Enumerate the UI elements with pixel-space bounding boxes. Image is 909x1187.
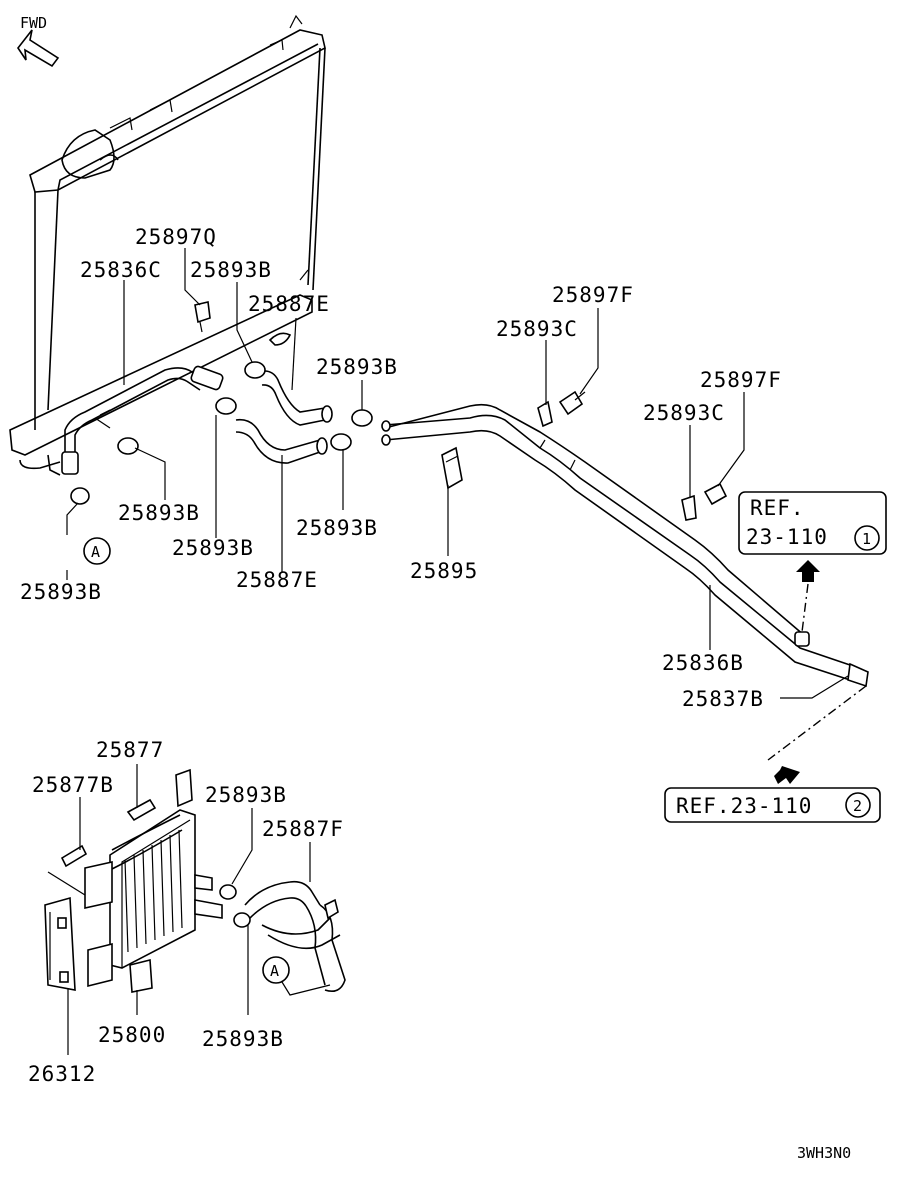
label-25893B-cooler1: 25893B bbox=[205, 783, 287, 807]
hose-25887E-upper bbox=[257, 332, 333, 426]
label-25887E-top: 25887E bbox=[248, 292, 330, 316]
ref1-num: 1 bbox=[862, 530, 871, 548]
ref2-arrow-icon bbox=[767, 685, 867, 784]
plate-26312 bbox=[44, 896, 76, 991]
cooler-pipe-lower bbox=[381, 403, 869, 688]
label-25897Q: 25897Q bbox=[135, 225, 217, 249]
label-25887F: 25887F bbox=[262, 817, 344, 841]
label-25893B-cooler2: 25893B bbox=[202, 1027, 284, 1051]
marker-a-top: A bbox=[83, 537, 111, 565]
label-25800: 25800 bbox=[98, 1023, 166, 1047]
label-25893C-a: 25893C bbox=[496, 317, 578, 341]
marker-a-top-label: A bbox=[91, 543, 100, 561]
label-25836C: 25836C bbox=[80, 258, 162, 282]
bolt-25877 bbox=[126, 798, 157, 822]
clips-25893C-25897F bbox=[537, 390, 728, 521]
clamp-25893B-upper bbox=[70, 361, 373, 505]
label-25887E-bot: 25887E bbox=[236, 568, 318, 592]
ref1-line1: REF. bbox=[750, 496, 805, 520]
label-25877: 25877 bbox=[96, 738, 164, 762]
figure-code: 3WH3N0 bbox=[797, 1144, 851, 1162]
label-25893B-top: 25893B bbox=[190, 258, 272, 282]
ref1-arrow-icon bbox=[796, 560, 820, 633]
ref1-line2: 23-110 bbox=[746, 525, 828, 549]
clamp-25893B-cooler bbox=[219, 884, 251, 928]
radiator bbox=[9, 14, 326, 476]
label-26312: 26312 bbox=[28, 1062, 96, 1086]
label-25897F-a: 25897F bbox=[552, 283, 634, 307]
label-25877B: 25877B bbox=[32, 773, 114, 797]
label-25893B-mid3: 25893B bbox=[296, 516, 378, 540]
cooler-pipe-upper bbox=[61, 365, 224, 475]
ref-box-2: REF.23-110 2 bbox=[664, 787, 881, 823]
marker-a-bottom: A bbox=[262, 956, 331, 996]
label-25893B-mid2: 25893B bbox=[172, 536, 254, 560]
ref2-text: REF.23-110 bbox=[676, 794, 812, 818]
label-25893C-b: 25893C bbox=[643, 401, 725, 425]
marker-a-bottom-label: A bbox=[270, 962, 279, 980]
fwd-label: FWD bbox=[20, 14, 47, 32]
bolt-25877B bbox=[60, 844, 88, 868]
bracket-25895 bbox=[441, 446, 463, 490]
label-25895: 25895 bbox=[410, 559, 478, 583]
label-25893B-left: 25893B bbox=[20, 580, 102, 604]
label-25897F-b: 25897F bbox=[700, 368, 782, 392]
hose-25887E-lower bbox=[235, 418, 328, 464]
bolt-25897Q bbox=[194, 301, 211, 333]
fwd-arrow-icon bbox=[17, 29, 60, 68]
ref-box-1: REF. 23-110 1 bbox=[738, 491, 887, 555]
label-25837B: 25837B bbox=[682, 687, 764, 711]
label-25893B-right: 25893B bbox=[316, 355, 398, 379]
oil-cooler-25800 bbox=[84, 768, 223, 993]
leader-lines-lower bbox=[47, 764, 311, 1055]
hose-25887F bbox=[244, 880, 346, 993]
ref2-num: 2 bbox=[853, 797, 862, 815]
label-25836B: 25836B bbox=[662, 651, 744, 675]
label-25893B-mid1: 25893B bbox=[118, 501, 200, 525]
leader-lines-upper bbox=[66, 248, 849, 699]
